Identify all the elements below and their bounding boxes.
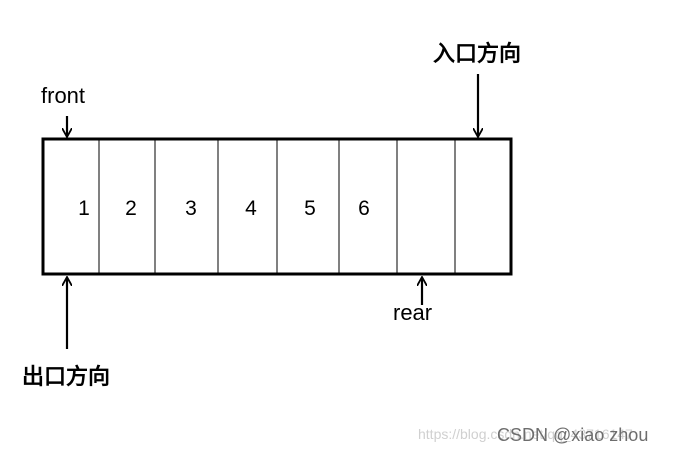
watermark-brand: CSDN @xiao zhou (497, 425, 648, 445)
watermark-url: https://blog.csdn.net/qq_43716147 (418, 426, 633, 442)
dequeue-direction-label: 出口方向 (22, 364, 110, 390)
queue-cells: 1 2 3 4 5 6 (78, 139, 456, 274)
queue-cell-6: 6 (358, 197, 370, 220)
front-label: front (41, 83, 85, 108)
queue-cell-3: 3 (185, 197, 197, 220)
enqueue-direction-label: 入口方向 (433, 41, 521, 67)
queue-cell-5: 5 (304, 197, 316, 220)
queue-cell-4: 4 (245, 197, 257, 220)
queue-cell-2: 2 (125, 197, 137, 220)
rear-label: rear (393, 300, 432, 325)
queue-cell-1: 1 (78, 197, 90, 220)
